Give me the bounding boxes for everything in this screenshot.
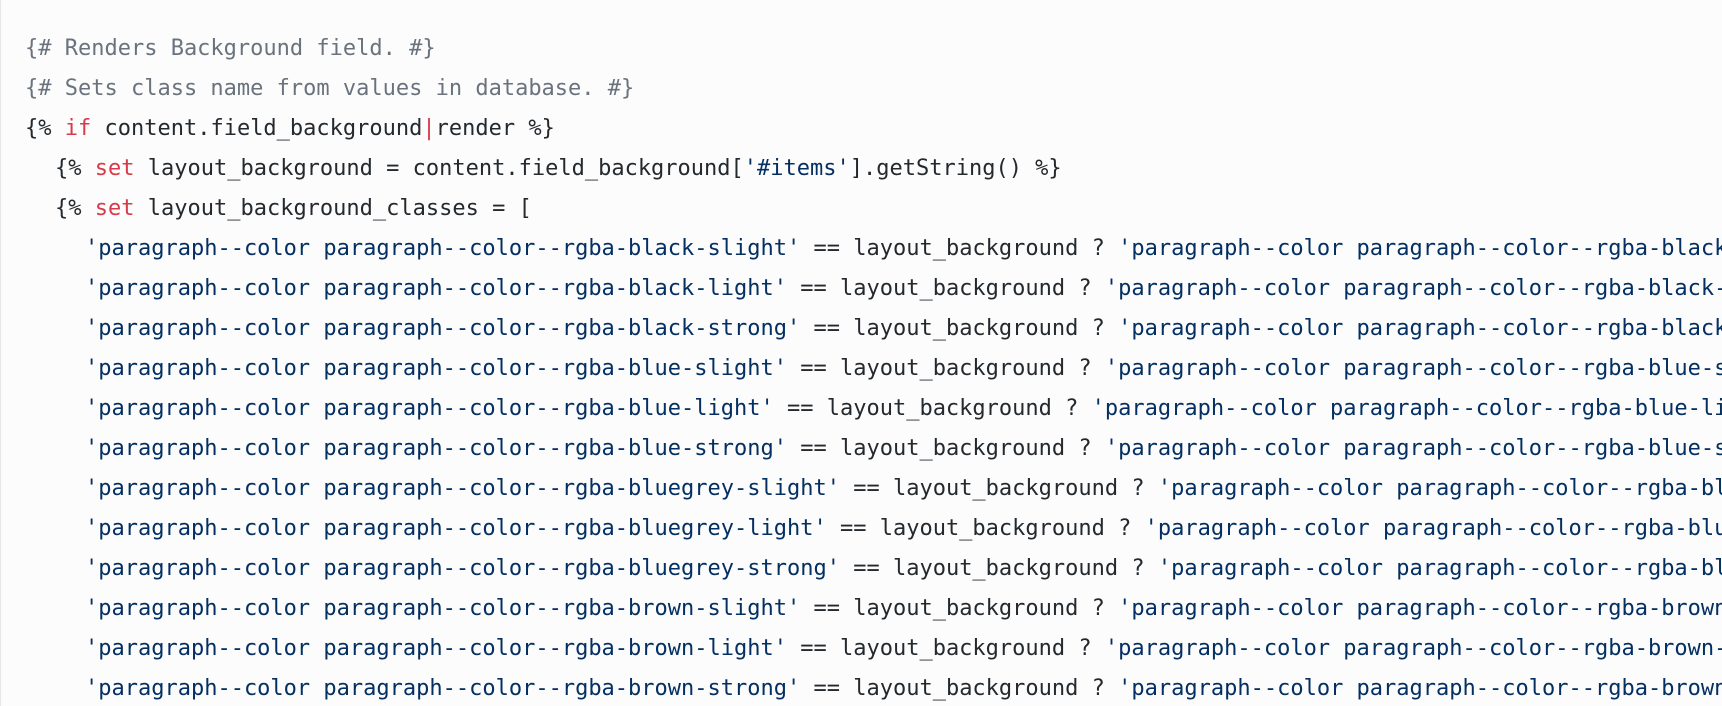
- condition-string-token: 'paragraph--color paragraph--color--rgba…: [85, 436, 787, 461]
- condition-string-token: 'paragraph--color paragraph--color--rgba…: [85, 676, 801, 701]
- result-string-token: 'paragraph--color paragraph--color--rgba…: [1157, 556, 1722, 581]
- comparison-token: == layout_background ?: [800, 596, 1119, 621]
- code-line-17: 'paragraph--color paragraph--color--rgba…: [1, 669, 1722, 706]
- code-line-11: 'paragraph--color paragraph--color--rgba…: [1, 429, 1722, 469]
- condition-string-token: 'paragraph--color paragraph--color--rgba…: [85, 636, 787, 661]
- code-line-4: {% set layout_background = content.field…: [1, 149, 1722, 189]
- code-lines: {# Renders Background field. #} {# Sets …: [1, 29, 1722, 706]
- keyword-token: set: [94, 196, 135, 221]
- comparison-token: == layout_background ?: [787, 276, 1105, 301]
- string-token: '#items': [743, 156, 850, 181]
- condition-string-token: 'paragraph--color paragraph--color--rgba…: [85, 316, 801, 341]
- comparison-token: == layout_background ?: [800, 236, 1119, 261]
- condition-string-token: 'paragraph--color paragraph--color--rgba…: [85, 276, 787, 301]
- comparison-token: == layout_background ?: [787, 356, 1105, 381]
- comparison-token: == layout_background ?: [826, 516, 1145, 541]
- result-string-token: 'paragraph--color paragraph--color--rgba…: [1144, 516, 1722, 541]
- code-line-7: 'paragraph--color paragraph--color--rgba…: [1, 269, 1722, 309]
- code-line-8: 'paragraph--color paragraph--color--rgba…: [1, 309, 1722, 349]
- comparison-token: == layout_background ?: [839, 476, 1158, 501]
- condition-string-token: 'paragraph--color paragraph--color--rgba…: [85, 236, 801, 261]
- code-line-9: 'paragraph--color paragraph--color--rgba…: [1, 349, 1722, 389]
- comparison-token: == layout_background ?: [787, 436, 1105, 461]
- condition-string-token: 'paragraph--color paragraph--color--rgba…: [85, 476, 840, 501]
- result-string-token: 'paragraph--color paragraph--color--rgba…: [1118, 676, 1722, 701]
- comparison-token: == layout_background ?: [800, 676, 1119, 701]
- code-line-10: 'paragraph--color paragraph--color--rgba…: [1, 389, 1722, 429]
- result-string-token: 'paragraph--color paragraph--color--rgba…: [1104, 276, 1722, 301]
- result-string-token: 'paragraph--color paragraph--color--rgba…: [1157, 476, 1722, 501]
- result-string-token: 'paragraph--color paragraph--color--rgba…: [1118, 236, 1722, 261]
- comment-token: {# Renders Background field. #}: [25, 36, 436, 61]
- expression-token: layout_background_classes = [: [134, 196, 532, 221]
- tag-open-token: {%: [55, 196, 95, 221]
- result-string-token: 'paragraph--color paragraph--color--rgba…: [1104, 436, 1722, 461]
- code-line-5: {% set layout_background_classes = [: [1, 189, 1722, 229]
- code-line-2: {# Sets class name from values in databa…: [1, 69, 1722, 109]
- code-line-13: 'paragraph--color paragraph--color--rgba…: [1, 509, 1722, 549]
- comment-token: {# Sets class name from values in databa…: [25, 76, 635, 101]
- tag-open-token: {%: [55, 156, 95, 181]
- condition-string-token: 'paragraph--color paragraph--color--rgba…: [85, 556, 840, 581]
- expression-token: layout_background = content.field_backgr…: [134, 156, 744, 181]
- expression-token: content.field_background: [91, 116, 423, 141]
- filter-token: render %}: [435, 116, 555, 141]
- code-line-15: 'paragraph--color paragraph--color--rgba…: [1, 589, 1722, 629]
- result-string-token: 'paragraph--color paragraph--color--rgba…: [1118, 316, 1722, 341]
- code-line-16: 'paragraph--color paragraph--color--rgba…: [1, 629, 1722, 669]
- condition-string-token: 'paragraph--color paragraph--color--rgba…: [85, 516, 827, 541]
- code-line-6: 'paragraph--color paragraph--color--rgba…: [1, 229, 1722, 269]
- code-line-14: 'paragraph--color paragraph--color--rgba…: [1, 549, 1722, 589]
- keyword-token: if: [64, 116, 92, 141]
- condition-string-token: 'paragraph--color paragraph--color--rgba…: [85, 356, 787, 381]
- comparison-token: == layout_background ?: [839, 556, 1158, 581]
- code-line-3: {% if content.field_background|render %}: [1, 109, 1722, 149]
- code-line-1: {# Renders Background field. #}: [1, 29, 1722, 69]
- comparison-token: == layout_background ?: [800, 316, 1119, 341]
- result-string-token: 'paragraph--color paragraph--color--rgba…: [1091, 396, 1722, 421]
- condition-string-token: 'paragraph--color paragraph--color--rgba…: [85, 596, 801, 621]
- result-string-token: 'paragraph--color paragraph--color--rgba…: [1104, 636, 1722, 661]
- condition-string-token: 'paragraph--color paragraph--color--rgba…: [85, 396, 774, 421]
- result-string-token: 'paragraph--color paragraph--color--rgba…: [1104, 356, 1722, 381]
- pipe-token: |: [422, 116, 436, 141]
- keyword-token: set: [94, 156, 135, 181]
- result-string-token: 'paragraph--color paragraph--color--rgba…: [1118, 596, 1722, 621]
- comparison-token: == layout_background ?: [787, 636, 1105, 661]
- expression-close-token: ].getString() %}: [849, 156, 1062, 181]
- code-line-12: 'paragraph--color paragraph--color--rgba…: [1, 469, 1722, 509]
- tag-open-token: {%: [25, 116, 65, 141]
- comparison-token: == layout_background ?: [773, 396, 1092, 421]
